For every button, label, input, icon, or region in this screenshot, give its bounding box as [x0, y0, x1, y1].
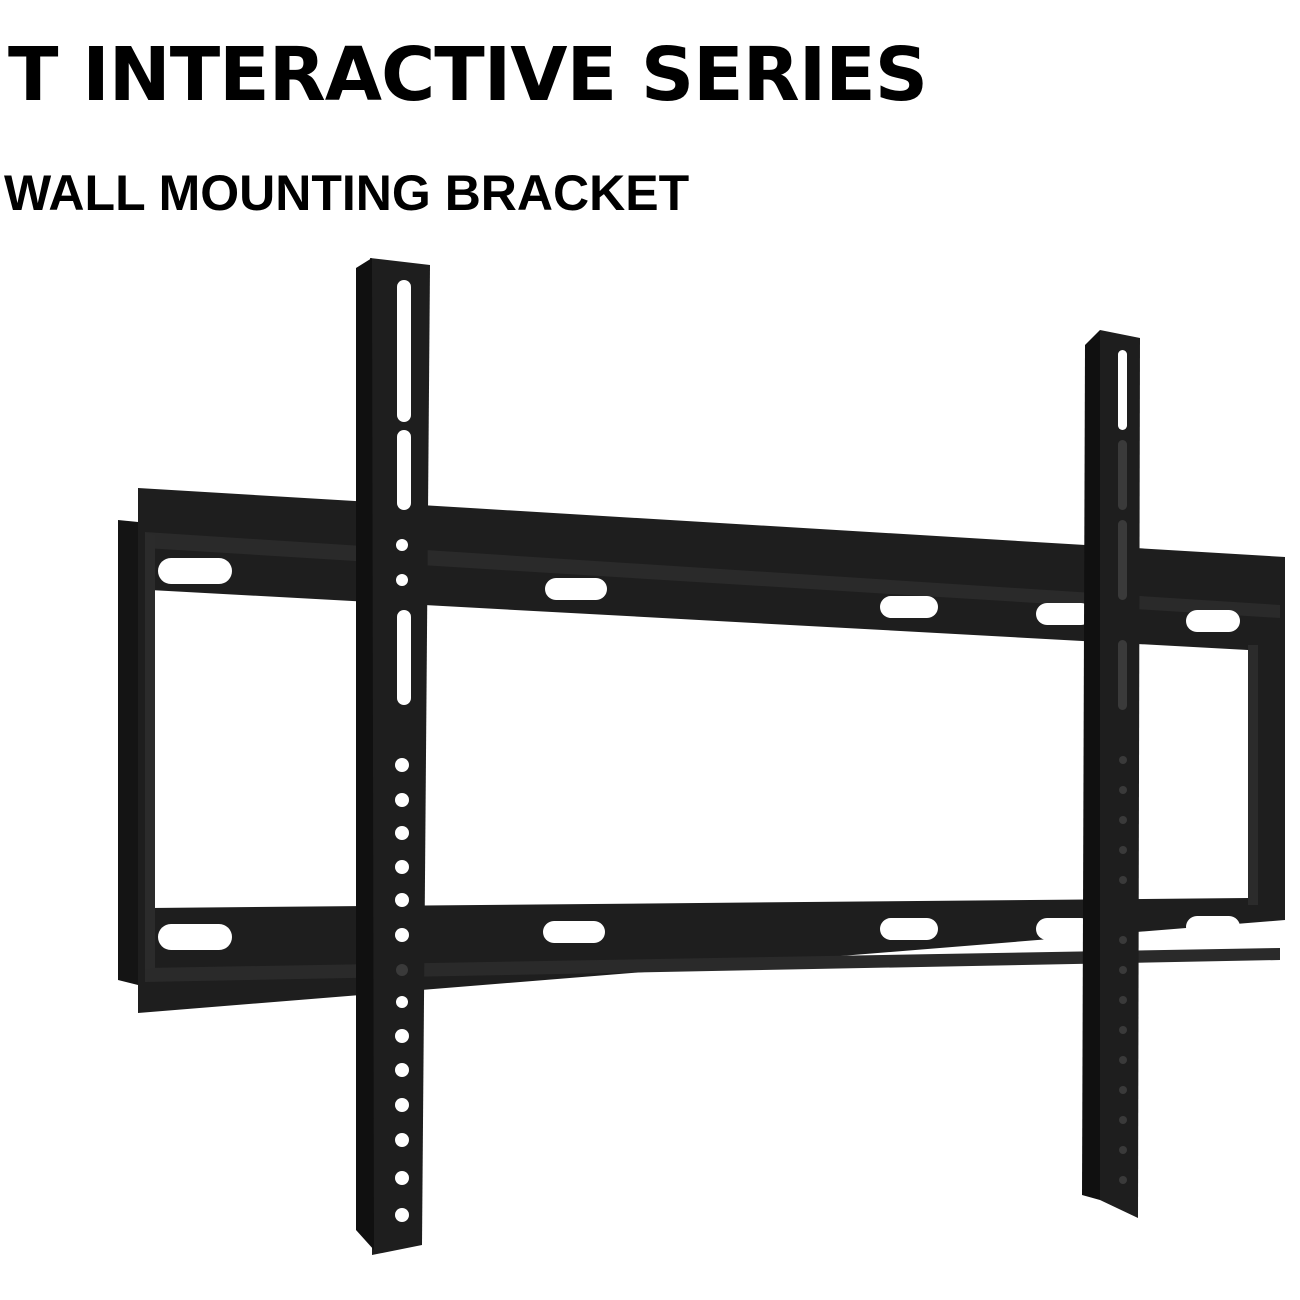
slot — [1186, 610, 1240, 632]
slot — [880, 918, 938, 940]
arm-slot — [1118, 440, 1127, 510]
arm-slot — [397, 430, 411, 510]
right-arm-side — [1082, 330, 1100, 1200]
arm-slot — [1118, 520, 1127, 600]
left-vertical-arm — [356, 258, 430, 1255]
arm-holes — [395, 539, 409, 1222]
left-arm-body — [370, 258, 430, 1255]
frame-inner-right — [1248, 645, 1258, 905]
frame-left-flange — [118, 520, 138, 985]
right-vertical-arm — [1082, 330, 1140, 1218]
slot — [543, 921, 605, 943]
bottom-rail-slots — [158, 916, 1240, 950]
arm-screw — [396, 964, 408, 976]
slot — [1036, 918, 1092, 940]
arm-slot — [397, 280, 411, 422]
arm-slot — [1118, 640, 1127, 710]
frame-bottom-rail-edge — [145, 948, 1280, 982]
arm-holes — [1119, 756, 1127, 1184]
product-subtitle: WALL MOUNTING BRACKET — [4, 165, 690, 221]
slot — [158, 558, 232, 584]
left-arm-side — [356, 258, 374, 1250]
product-series-title: T INTERACTIVE SERIES — [8, 32, 928, 118]
frame-inner-left — [145, 532, 155, 970]
slot — [158, 924, 232, 950]
slot — [545, 578, 607, 600]
right-arm-body — [1100, 330, 1140, 1218]
arm-slot — [1118, 350, 1127, 430]
slot — [880, 596, 938, 618]
arm-slot — [397, 610, 411, 705]
frame-top-rail-edge — [145, 532, 1280, 618]
slot — [1036, 603, 1092, 625]
slot — [1186, 916, 1240, 938]
top-rail-slots — [158, 558, 1240, 632]
